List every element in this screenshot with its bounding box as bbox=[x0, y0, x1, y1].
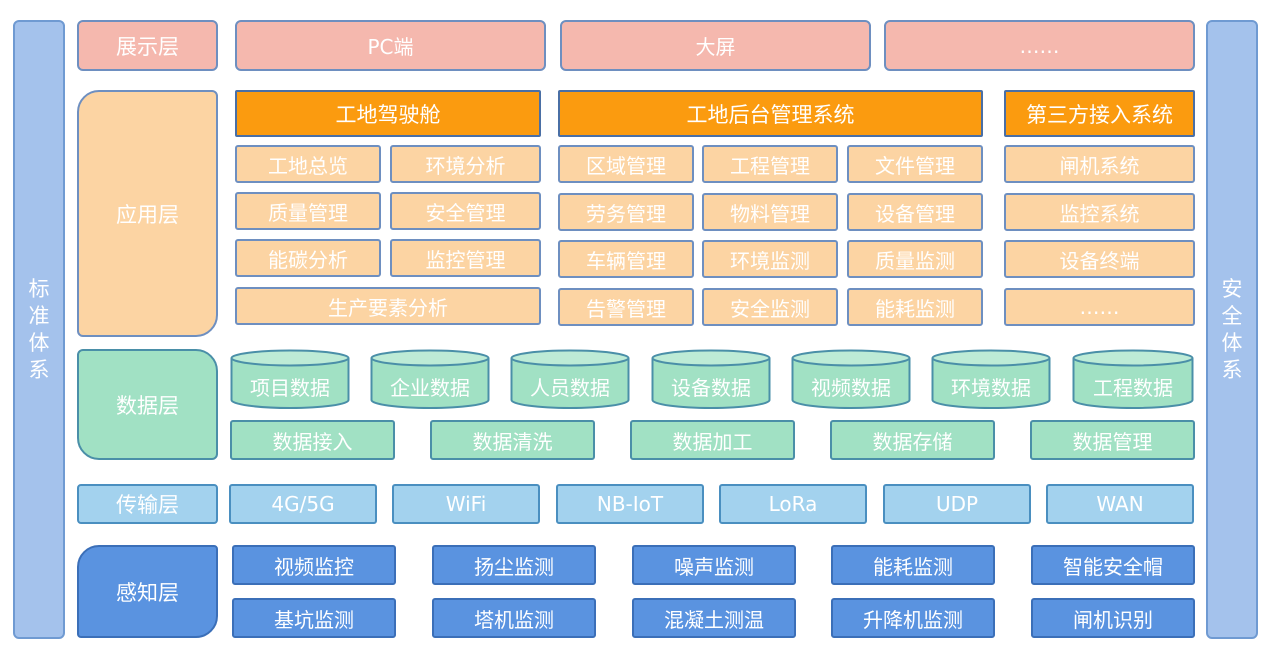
app-module: …… bbox=[1004, 288, 1195, 326]
data-store-label: 环境数据 bbox=[951, 376, 1031, 400]
application-layer-label: 应用层 bbox=[77, 90, 218, 337]
app-module: 工地总览 bbox=[235, 145, 381, 183]
cylinder-shape bbox=[510, 349, 630, 409]
transport-layer-label: 传输层 bbox=[77, 484, 218, 524]
transport-protocol: UDP bbox=[883, 484, 1031, 524]
sensor-item: 视频监控 bbox=[232, 545, 396, 585]
cylinder-shape bbox=[1072, 349, 1194, 409]
site-cockpit-header: 工地驾驶舱 bbox=[235, 90, 541, 137]
data-store-label: 工程数据 bbox=[1093, 376, 1173, 400]
app-module: 安全监测 bbox=[702, 288, 838, 326]
data-store-cylinder: 环境数据 bbox=[931, 349, 1051, 410]
data-process: 数据清洗 bbox=[430, 420, 595, 460]
app-module: 区域管理 bbox=[558, 145, 694, 183]
more-display-box: …… bbox=[884, 20, 1195, 71]
cylinder-shape bbox=[651, 349, 771, 409]
big-screen-box: 大屏 bbox=[560, 20, 871, 71]
app-module: 环境监测 bbox=[702, 240, 838, 278]
data-store-cylinder: 企业数据 bbox=[370, 349, 490, 410]
sensor-item: 扬尘监测 bbox=[432, 545, 596, 585]
app-module: 物料管理 bbox=[702, 193, 838, 231]
third-party-system-header: 第三方接入系统 bbox=[1004, 90, 1195, 137]
app-module: 质量监测 bbox=[847, 240, 983, 278]
app-module: 质量管理 bbox=[235, 192, 381, 230]
data-store-cylinder: 人员数据 bbox=[510, 349, 630, 410]
app-module: 环境分析 bbox=[390, 145, 541, 183]
cylinder-shape bbox=[791, 349, 911, 409]
data-process: 数据接入 bbox=[230, 420, 395, 460]
app-module: 监控管理 bbox=[390, 239, 541, 277]
app-module: 能碳分析 bbox=[235, 239, 381, 277]
transport-protocol: WiFi bbox=[392, 484, 540, 524]
security-system-label: 安全体系 bbox=[1221, 276, 1243, 382]
sensor-item: 升降机监测 bbox=[831, 598, 995, 638]
perception-layer-label: 感知层 bbox=[77, 545, 218, 638]
sensor-item: 闸机识别 bbox=[1031, 598, 1195, 638]
app-module: 设备终端 bbox=[1004, 240, 1195, 278]
data-store-label: 人员数据 bbox=[530, 376, 610, 400]
data-process: 数据存储 bbox=[830, 420, 995, 460]
data-store-label: 企业数据 bbox=[390, 376, 470, 400]
app-module: 工程管理 bbox=[702, 145, 838, 183]
app-module: 闸机系统 bbox=[1004, 145, 1195, 183]
pc-display-box: PC端 bbox=[235, 20, 546, 71]
sensor-item: 智能安全帽 bbox=[1031, 545, 1195, 585]
app-module: 生产要素分析 bbox=[235, 287, 541, 325]
app-module: 设备管理 bbox=[847, 193, 983, 231]
data-store-cylinder: 视频数据 bbox=[791, 349, 911, 410]
sensor-item: 基坑监测 bbox=[232, 598, 396, 638]
data-store-cylinder: 工程数据 bbox=[1072, 349, 1194, 410]
app-module: 文件管理 bbox=[847, 145, 983, 183]
transport-protocol: LoRa bbox=[719, 484, 867, 524]
transport-protocol: 4G/5G bbox=[229, 484, 377, 524]
app-module: 安全管理 bbox=[390, 192, 541, 230]
security-system-bar: 安全体系 bbox=[1206, 20, 1258, 639]
cylinder-shape bbox=[230, 349, 350, 409]
data-process: 数据管理 bbox=[1030, 420, 1195, 460]
sensor-item: 塔机监测 bbox=[432, 598, 596, 638]
transport-protocol: NB-IoT bbox=[556, 484, 704, 524]
sensor-item: 混凝土测温 bbox=[632, 598, 796, 638]
data-store-label: 视频数据 bbox=[811, 376, 891, 400]
data-store-cylinder: 项目数据 bbox=[230, 349, 350, 410]
cylinder-shape bbox=[370, 349, 490, 409]
data-layer-label: 数据层 bbox=[77, 349, 218, 460]
presentation-layer-label: 展示层 bbox=[77, 20, 218, 71]
app-module: 劳务管理 bbox=[558, 193, 694, 231]
data-store-label: 项目数据 bbox=[250, 376, 330, 400]
sensor-item: 噪声监测 bbox=[632, 545, 796, 585]
app-module: 告警管理 bbox=[558, 288, 694, 326]
standard-system-label: 标准体系 bbox=[28, 276, 50, 382]
cylinder-shape bbox=[931, 349, 1051, 409]
app-module: 监控系统 bbox=[1004, 193, 1195, 231]
app-module: 能耗监测 bbox=[847, 288, 983, 326]
data-store-cylinder: 设备数据 bbox=[651, 349, 771, 410]
app-module: 车辆管理 bbox=[558, 240, 694, 278]
sensor-item: 能耗监测 bbox=[831, 545, 995, 585]
standard-system-bar: 标准体系 bbox=[13, 20, 65, 639]
transport-protocol: WAN bbox=[1046, 484, 1194, 524]
site-admin-system-header: 工地后台管理系统 bbox=[558, 90, 983, 137]
data-process: 数据加工 bbox=[630, 420, 795, 460]
data-store-label: 设备数据 bbox=[671, 376, 751, 400]
